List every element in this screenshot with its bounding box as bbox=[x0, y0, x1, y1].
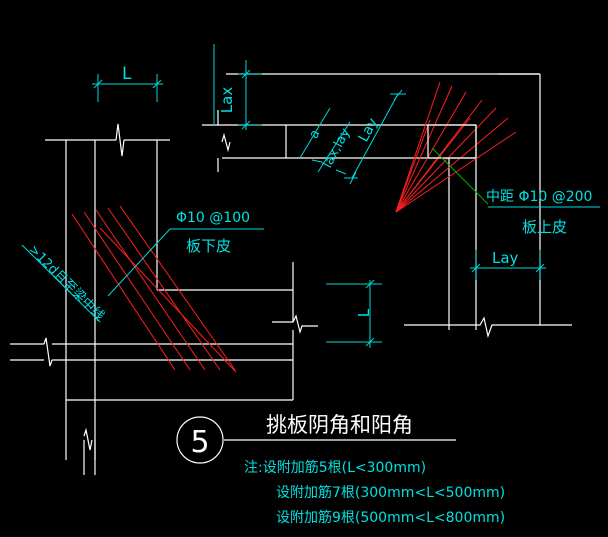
dim-lax-lay-label: lax,lay bbox=[320, 126, 353, 171]
dim-a-label: a bbox=[306, 127, 323, 141]
anchorage-leader bbox=[21, 244, 101, 323]
corner-square bbox=[427, 124, 477, 159]
dim-l-right-label: L bbox=[355, 308, 373, 317]
dim-lay-diagonal bbox=[344, 89, 406, 185]
rebar-radial-right bbox=[395, 81, 517, 213]
dim-lax-label: Lax bbox=[218, 87, 236, 114]
dim-lay-right bbox=[470, 250, 546, 280]
dim-lax-vertical bbox=[213, 44, 262, 130]
rebar-diagonal-left bbox=[71, 205, 237, 373]
dim-lay-diagonal-label: Lay bbox=[356, 115, 382, 144]
detail-number: 5 bbox=[190, 425, 209, 460]
note-line-1: 注:设附加筋5根(L<300mm) bbox=[244, 459, 426, 476]
dim-l-top bbox=[92, 74, 163, 102]
rebar-bottom-spec: Φ10 @100 bbox=[176, 210, 250, 226]
dim-a-lax-lay bbox=[299, 107, 351, 175]
dim-l-right bbox=[326, 279, 382, 348]
rebar-top-spec: 中距 Φ10 @200 bbox=[486, 189, 592, 205]
rebar-bottom-note: 板下皮 bbox=[186, 237, 231, 255]
note-line-2: 设附加筋7根(300mm<L<500mm) bbox=[276, 484, 505, 501]
leader-top-rebar bbox=[431, 147, 489, 205]
rebar-top-note: 板上皮 bbox=[522, 218, 567, 236]
leader-bottom-rebar bbox=[107, 228, 171, 297]
note-line-3: 设附加筋9根(500mm<L<800mm) bbox=[276, 509, 505, 526]
dim-l-top-label: L bbox=[122, 64, 132, 84]
detail-title: 挑板阴角和阳角 bbox=[266, 413, 413, 437]
dim-lay-right-label: Lay bbox=[492, 249, 519, 267]
detail-marker bbox=[176, 416, 456, 464]
